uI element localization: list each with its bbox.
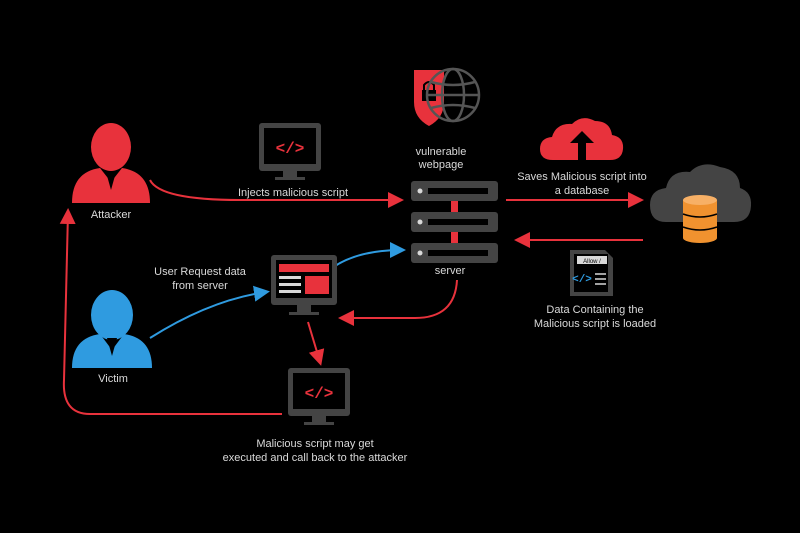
victim-person-icon — [72, 290, 152, 368]
victim-label: Victim — [98, 373, 128, 385]
cloud-upload-icon — [540, 118, 624, 160]
saves-label-1: Saves Malicious script into — [517, 171, 647, 183]
webpage-monitor-icon — [271, 255, 337, 315]
arrow-callback — [59, 208, 282, 415]
script-document-icon: Allow / </> — [570, 250, 613, 296]
attacker-person-icon — [72, 123, 150, 203]
injects-label: Injects malicious script — [237, 187, 349, 199]
code-monitor-icon: </> — [259, 123, 321, 180]
data-loaded-label-1: Data Containing the — [546, 304, 644, 316]
user-request-label-2: from server — [172, 280, 228, 292]
arrow-response — [338, 279, 458, 326]
database-cloud-icon — [650, 164, 752, 243]
attacker-label: Attacker — [90, 209, 132, 221]
code-monitor-bottom-icon: </> — [288, 368, 350, 425]
svg-text:</>: </> — [572, 274, 592, 286]
user-request-label-1: User Request data — [154, 266, 246, 278]
globe-icon — [425, 67, 481, 123]
server-rack-icon — [411, 181, 498, 263]
arrow-execute — [307, 321, 325, 366]
arrow-inject — [149, 179, 404, 208]
arrow-request-server — [334, 242, 406, 267]
doc-tag-text: Allow / — [583, 259, 601, 265]
svg-text:</>: </> — [305, 385, 334, 403]
vulnerable-label-1: vulnerable — [415, 146, 467, 158]
executed-label-1: Malicious script may get — [256, 438, 374, 450]
data-loaded-label-2: Malicious script is loaded — [533, 318, 657, 330]
arrow-user-request — [149, 285, 270, 339]
vulnerable-label-2: webpage — [418, 159, 464, 171]
saves-label-2: a database — [554, 185, 610, 197]
svg-text:</>: </> — [276, 140, 305, 158]
executed-label-2: executed and call back to the attacker — [222, 452, 408, 464]
server-label: server — [434, 265, 466, 277]
